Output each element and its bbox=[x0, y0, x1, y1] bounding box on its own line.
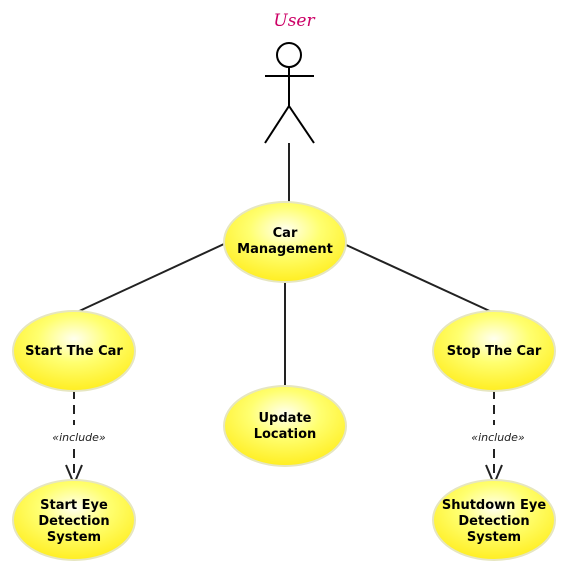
usecase-shutdown-eye-detection[interactable]: Shutdown Eye Detection System bbox=[432, 479, 556, 561]
usecase-update-location-ellipse bbox=[223, 385, 347, 467]
usecase-car-management-ellipse bbox=[223, 201, 347, 283]
usecase-stop-car[interactable]: Stop The Car bbox=[432, 310, 556, 392]
usecase-update-location[interactable]: Update Location bbox=[223, 385, 347, 467]
usecase-shutdown-eye-ellipse bbox=[432, 479, 556, 561]
association-management-stop bbox=[343, 243, 495, 314]
actor-right-leg bbox=[288, 105, 315, 144]
usecase-shutdown-eye-line2: Detection bbox=[458, 514, 529, 529]
associations bbox=[74, 143, 495, 388]
actor-user[interactable]: User bbox=[264, 11, 315, 144]
include-left: «include» bbox=[52, 390, 106, 487]
usecase-start-eye-line1: Start Eye bbox=[40, 498, 108, 513]
usecase-shutdown-eye-line1: Shutdown Eye bbox=[442, 498, 546, 513]
usecase-car-management-line2: Management bbox=[237, 242, 333, 257]
usecase-start-eye-detection[interactable]: Start Eye Detection System bbox=[12, 479, 136, 561]
actor-left-leg bbox=[264, 105, 290, 144]
usecase-car-management-line1: Car bbox=[273, 226, 298, 241]
usecase-start-eye-ellipse bbox=[12, 479, 136, 561]
usecase-stop-car-ellipse bbox=[432, 310, 556, 392]
usecase-shutdown-eye-line3: System bbox=[467, 530, 521, 545]
association-management-start bbox=[74, 243, 225, 314]
include-left-label: «include» bbox=[52, 431, 106, 444]
usecase-stop-car-line1: Stop The Car bbox=[447, 344, 542, 359]
include-right: «include» bbox=[471, 390, 525, 487]
usecase-start-eye-line3: System bbox=[47, 530, 101, 545]
usecase-start-eye-line2: Detection bbox=[38, 514, 109, 529]
usecase-car-management[interactable]: Car Management bbox=[223, 201, 347, 283]
usecase-start-car-line1: Start The Car bbox=[25, 344, 123, 359]
usecase-update-location-line1: Update bbox=[259, 411, 312, 426]
usecase-update-location-line2: Location bbox=[254, 427, 317, 442]
usecase-start-car-ellipse bbox=[12, 310, 136, 392]
include-right-label: «include» bbox=[471, 431, 525, 444]
actor-head bbox=[276, 42, 302, 68]
actor-label: User bbox=[273, 11, 315, 31]
usecase-start-car[interactable]: Start The Car bbox=[12, 310, 136, 392]
